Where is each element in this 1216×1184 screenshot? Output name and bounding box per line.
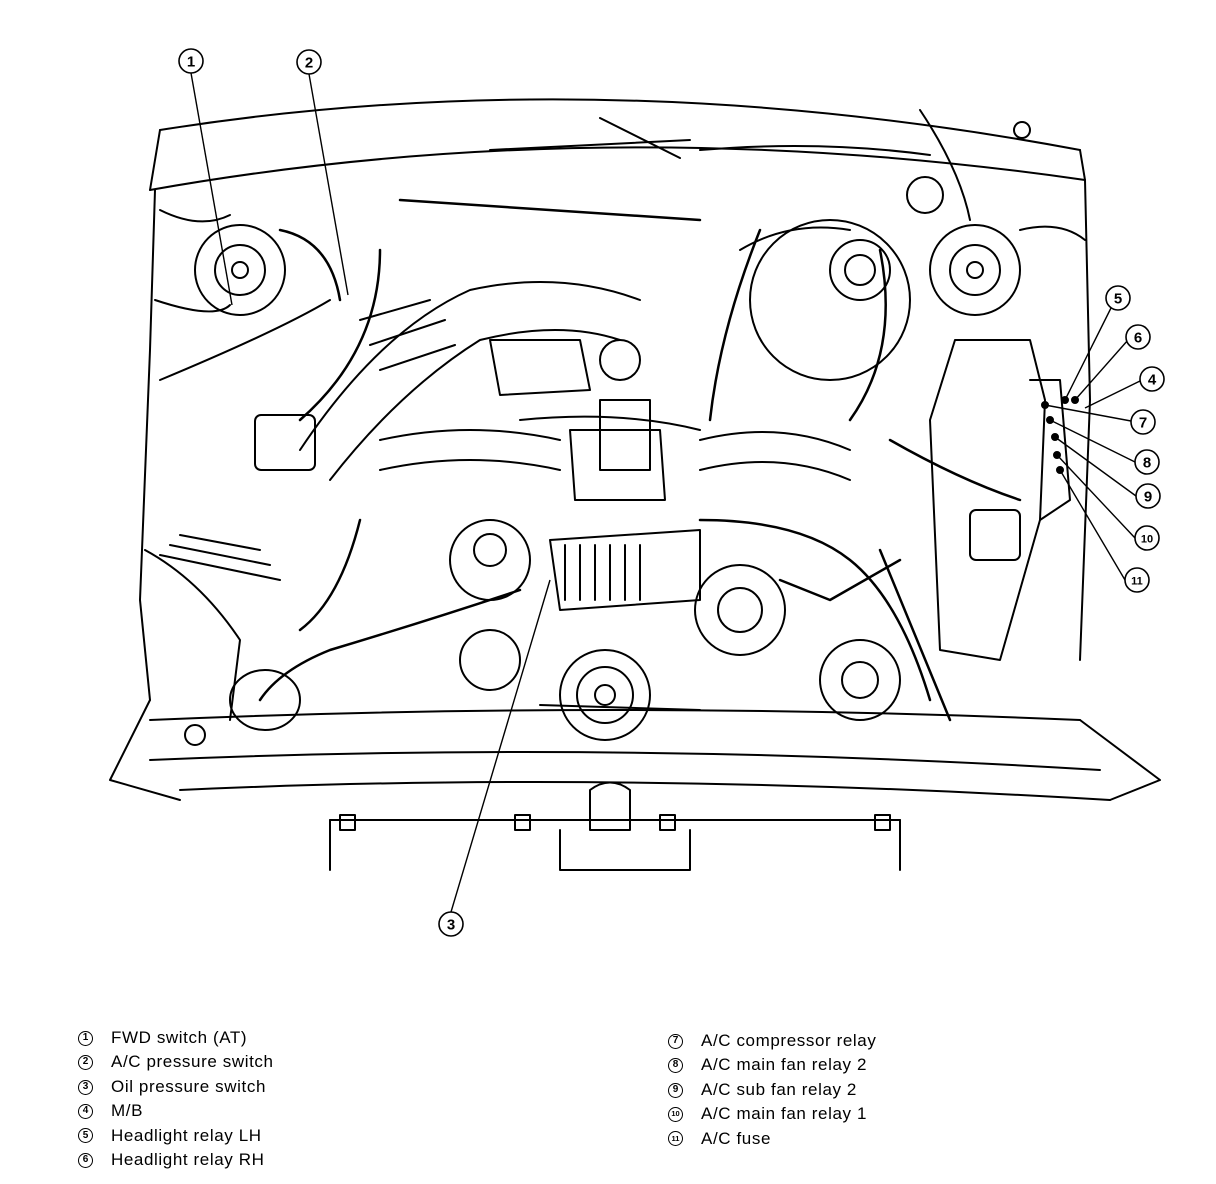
brake-booster <box>739 219 911 381</box>
alternator <box>449 519 901 741</box>
callout-1: 1 <box>178 48 204 74</box>
legend-label: A/C compressor relay <box>701 1031 877 1050</box>
callout-9: 9 <box>1135 483 1161 509</box>
callout-5: 5 <box>1105 285 1131 311</box>
svg-text:8: 8 <box>1143 455 1151 472</box>
callout-2: 2 <box>296 49 322 75</box>
legend-item: 5 Headlight relay LH <box>78 1124 274 1148</box>
callout-6: 6 <box>1125 324 1151 350</box>
legend-num: 10 <box>668 1106 683 1122</box>
legend-label: Headlight relay RH <box>111 1150 265 1170</box>
intake-manifold <box>379 339 851 501</box>
legend-label: A/C main fan relay 1 <box>701 1104 868 1124</box>
left-strut-tower <box>139 189 331 701</box>
svg-text:1: 1 <box>187 54 195 71</box>
svg-text:7: 7 <box>1139 415 1147 432</box>
legend-label: Headlight relay LH <box>111 1125 262 1145</box>
legend-left: 1 FWD switch (AT) 2 A/C pressure switch 3 O… <box>78 1026 274 1172</box>
legend-item: 6 Headlight relay RH <box>78 1148 274 1172</box>
legend-num: 6 <box>78 1152 93 1168</box>
legend-label: A/C pressure switch <box>111 1052 274 1072</box>
svg-text:4: 4 <box>1148 372 1157 389</box>
legend-item: 1 FWD switch (AT) <box>78 1026 274 1050</box>
legend-num: 3 <box>78 1079 93 1095</box>
svg-text:5: 5 <box>1114 291 1122 308</box>
left-lower-components <box>144 534 301 746</box>
legend-item: 7 A/C compressor relay <box>668 1029 876 1053</box>
svg-text:9: 9 <box>1144 489 1152 506</box>
legend-label: A/C main fan relay 2 <box>701 1055 868 1075</box>
air-intake-duct <box>254 281 641 481</box>
svg-text:10: 10 <box>1141 534 1153 546</box>
legend-item: 10 A/C main fan relay 1 <box>668 1102 876 1126</box>
legend-num: 8 <box>668 1058 683 1074</box>
legend-label: A/C fuse <box>701 1128 771 1148</box>
main-fuse-box <box>929 339 1079 661</box>
right-strut-tower <box>929 179 1091 661</box>
legend-item: 4 M/B <box>78 1099 274 1123</box>
legend-num: 11 <box>668 1131 683 1147</box>
legend-item: 3 Oil pressure switch <box>78 1075 274 1099</box>
callout-10: 10 <box>1134 525 1160 551</box>
legend-num: 2 <box>78 1055 93 1071</box>
legend-num: 5 <box>78 1128 93 1144</box>
legend-item: 9 A/C sub fan relay 2 <box>668 1078 876 1102</box>
legend-item: 2 A/C pressure switch <box>78 1050 274 1074</box>
svg-text:2: 2 <box>305 55 313 72</box>
callout-11: 11 <box>1124 567 1150 593</box>
legend-item: 8 A/C main fan relay 2 <box>668 1053 876 1077</box>
hood-cowl <box>149 98 1086 221</box>
front-crossmember <box>109 699 1161 871</box>
legend-item: 11 A/C fuse <box>668 1127 876 1151</box>
callout-3: 3 <box>438 911 464 937</box>
legend-label: FWD switch (AT) <box>111 1028 248 1047</box>
legend-num: 7 <box>668 1033 683 1049</box>
hoses-and-wiring <box>258 198 1022 722</box>
svg-text:3: 3 <box>447 917 455 934</box>
callout-4: 4 <box>1139 366 1165 392</box>
callout-7: 7 <box>1130 409 1156 435</box>
legend-num: 1 <box>78 1030 93 1046</box>
legend-label: A/C sub fan relay 2 <box>701 1079 857 1099</box>
legend-num: 4 <box>78 1103 93 1119</box>
legend-num: 9 <box>668 1082 683 1098</box>
legend-label: Oil pressure switch <box>111 1076 266 1096</box>
callout-8: 8 <box>1134 449 1160 475</box>
legend-label: M/B <box>111 1101 144 1121</box>
svg-text:11: 11 <box>1131 576 1143 588</box>
svg-text:6: 6 <box>1134 330 1142 347</box>
